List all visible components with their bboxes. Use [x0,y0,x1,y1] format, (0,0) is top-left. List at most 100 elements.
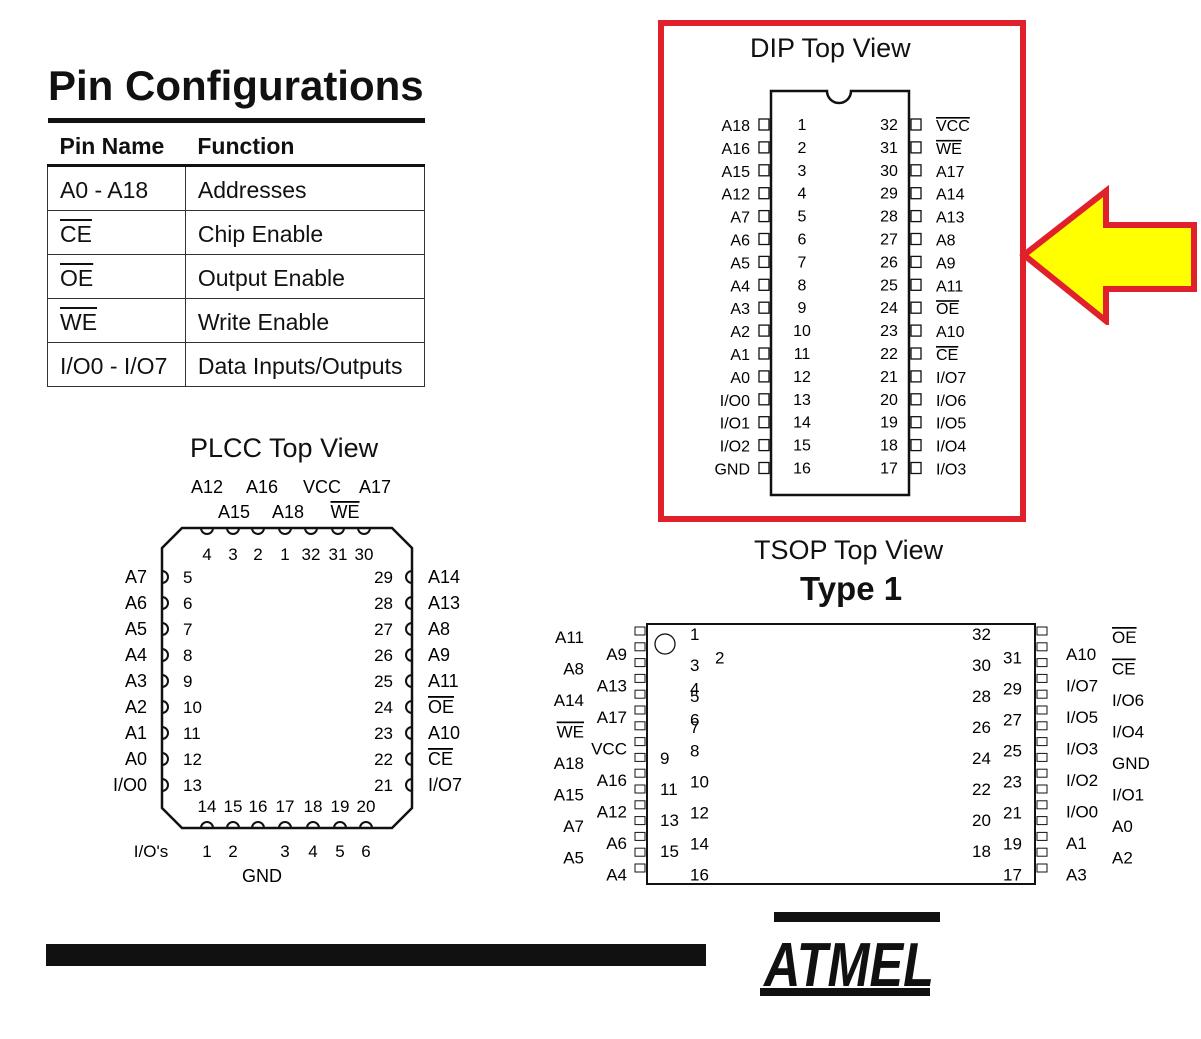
dip-right-label: I/O6 [936,393,966,410]
plcc-top-number: 2 [253,545,262,564]
table-row: OE Output Enable [47,254,426,299]
dip-right-number: 25 [880,277,898,294]
plcc-bottom-label: 3 [280,842,289,861]
plcc-bottom-label: I/O's [134,842,168,861]
tsop-pin [1036,768,1048,778]
plcc-right-number: 22 [374,750,393,769]
tsop-right-outer-label: GND [1112,754,1150,773]
dip-left-number: 16 [793,461,811,478]
plcc-top-number: 30 [355,545,374,564]
tsop-right-number: 27 [1003,711,1022,730]
tsop-left-number: 1 [690,625,699,644]
tsop-pin [634,673,646,683]
tsop-pin [634,658,646,668]
plcc-bottom-number: 16 [249,797,268,816]
plcc-title: PLCC Top View [190,433,379,463]
column-header-pin-name: Pin Name [47,120,186,167]
dip-left-number: 11 [794,346,811,363]
dip-package-outline [769,89,911,497]
dip-left-label: I/O1 [720,416,750,433]
plcc-bottom-label: 2 [228,842,237,861]
tsop-right-outer-label: OE [1112,628,1137,647]
dip-right-label: A14 [936,187,965,204]
plcc-left-label: A6 [125,593,147,613]
dip-right-label: A10 [936,324,965,341]
dip-pin [910,301,922,314]
function-cell: Addresses [184,165,426,211]
dip-pin [758,438,770,452]
tsop-left-outer-label: WE [557,723,584,742]
plcc-pin [278,527,292,535]
dip-left-number: 7 [798,254,807,271]
plcc-pin [226,821,240,829]
dip-pin [910,164,922,177]
dip-left-number: 12 [793,369,811,386]
tsop-left-inner-label: A6 [606,834,627,853]
dip-pin [758,301,770,314]
plcc-left-number: 7 [183,620,192,639]
tsop-left-number: 6 [690,711,699,730]
dip-right-number: 28 [880,209,898,226]
tsop-pin1-marker-icon [654,633,676,655]
plcc-bottom-label: 5 [335,842,344,861]
dip-left-number: 15 [793,438,811,455]
plcc-left-number: 6 [183,594,192,613]
plcc-bottom-number: 14 [198,797,217,816]
dip-pin [758,255,770,269]
tsop-right-number: 18 [972,842,991,861]
dip-pin [910,461,922,475]
dip-left-label: A12 [722,187,751,204]
plcc-left-label: A2 [125,697,147,717]
plcc-top-label: WE [331,502,360,522]
dip-right-number: 23 [880,323,898,340]
plcc-pin [161,596,169,610]
dip-right-label: A11 [936,278,963,295]
tsop-right-outer-label: A0 [1112,817,1133,836]
tsop-right-number: 26 [972,718,991,737]
tsop-right-number: 17 [1003,866,1022,885]
plcc-left-label: A0 [125,749,147,769]
tsop-left-outer-label: A15 [554,786,584,805]
tsop-left-number: 14 [690,835,709,854]
tsop-right-inner-label: A10 [1066,645,1096,664]
dip-left-number: 3 [798,163,807,180]
dip-pin [910,209,922,223]
plcc-pin [161,752,169,766]
tsop-left-number: 9 [660,749,669,768]
plcc-top-number: 3 [228,545,237,564]
page-title: Pin Configurations [48,62,424,109]
plcc-left-number: 12 [183,750,202,769]
plcc-right-label: A8 [428,619,450,639]
plcc-pin [357,527,371,535]
plcc-left-label: A5 [125,619,147,639]
plcc-top-label: A16 [246,477,278,497]
tsop-pin [634,642,646,652]
tsop-pin [1036,737,1048,747]
dip-pin [758,324,770,337]
dip-pin [758,118,770,131]
tsop-pin [1036,816,1048,826]
dip-left-number: 13 [793,392,811,409]
tsop-right-inner-label: I/O3 [1066,740,1098,759]
tsop-left-inner-label: A13 [597,677,627,696]
dip-left-label: I/O2 [720,439,750,456]
tsop-left-inner-label: A16 [597,771,627,790]
plcc-top-number: 4 [202,545,211,564]
plcc-bottom-label: 1 [202,842,211,861]
dip-left-label: A2 [730,324,750,341]
plcc-right-number: 26 [374,646,393,665]
dip-pin [910,278,922,291]
dip-pin [910,141,922,154]
tsop-right-number: 19 [1003,835,1022,854]
dip-left-number: 10 [793,323,811,340]
plcc-left-label: A7 [125,567,147,587]
tsop-title: TSOP Top View [754,535,944,565]
dip-left-number: 5 [798,209,807,226]
dip-left-label: A15 [722,164,751,181]
pin-name-cell: OE [47,254,186,299]
dip-title: DIP Top View [750,33,911,63]
dip-left-label: GND [714,462,750,479]
tsop-right-number: 21 [1003,804,1022,823]
